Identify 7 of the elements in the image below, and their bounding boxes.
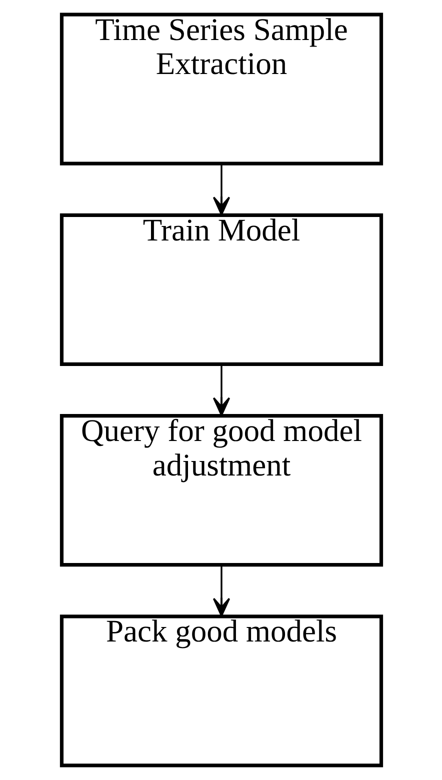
arrow xyxy=(212,164,230,216)
node-box: Query for good model adjustment xyxy=(59,414,383,567)
node-box: Pack good models xyxy=(59,614,383,768)
arrow xyxy=(212,565,230,617)
arrow xyxy=(212,364,230,416)
node-box: Time Series Sample Extraction xyxy=(59,12,383,166)
node-box: Train Model xyxy=(59,213,383,366)
